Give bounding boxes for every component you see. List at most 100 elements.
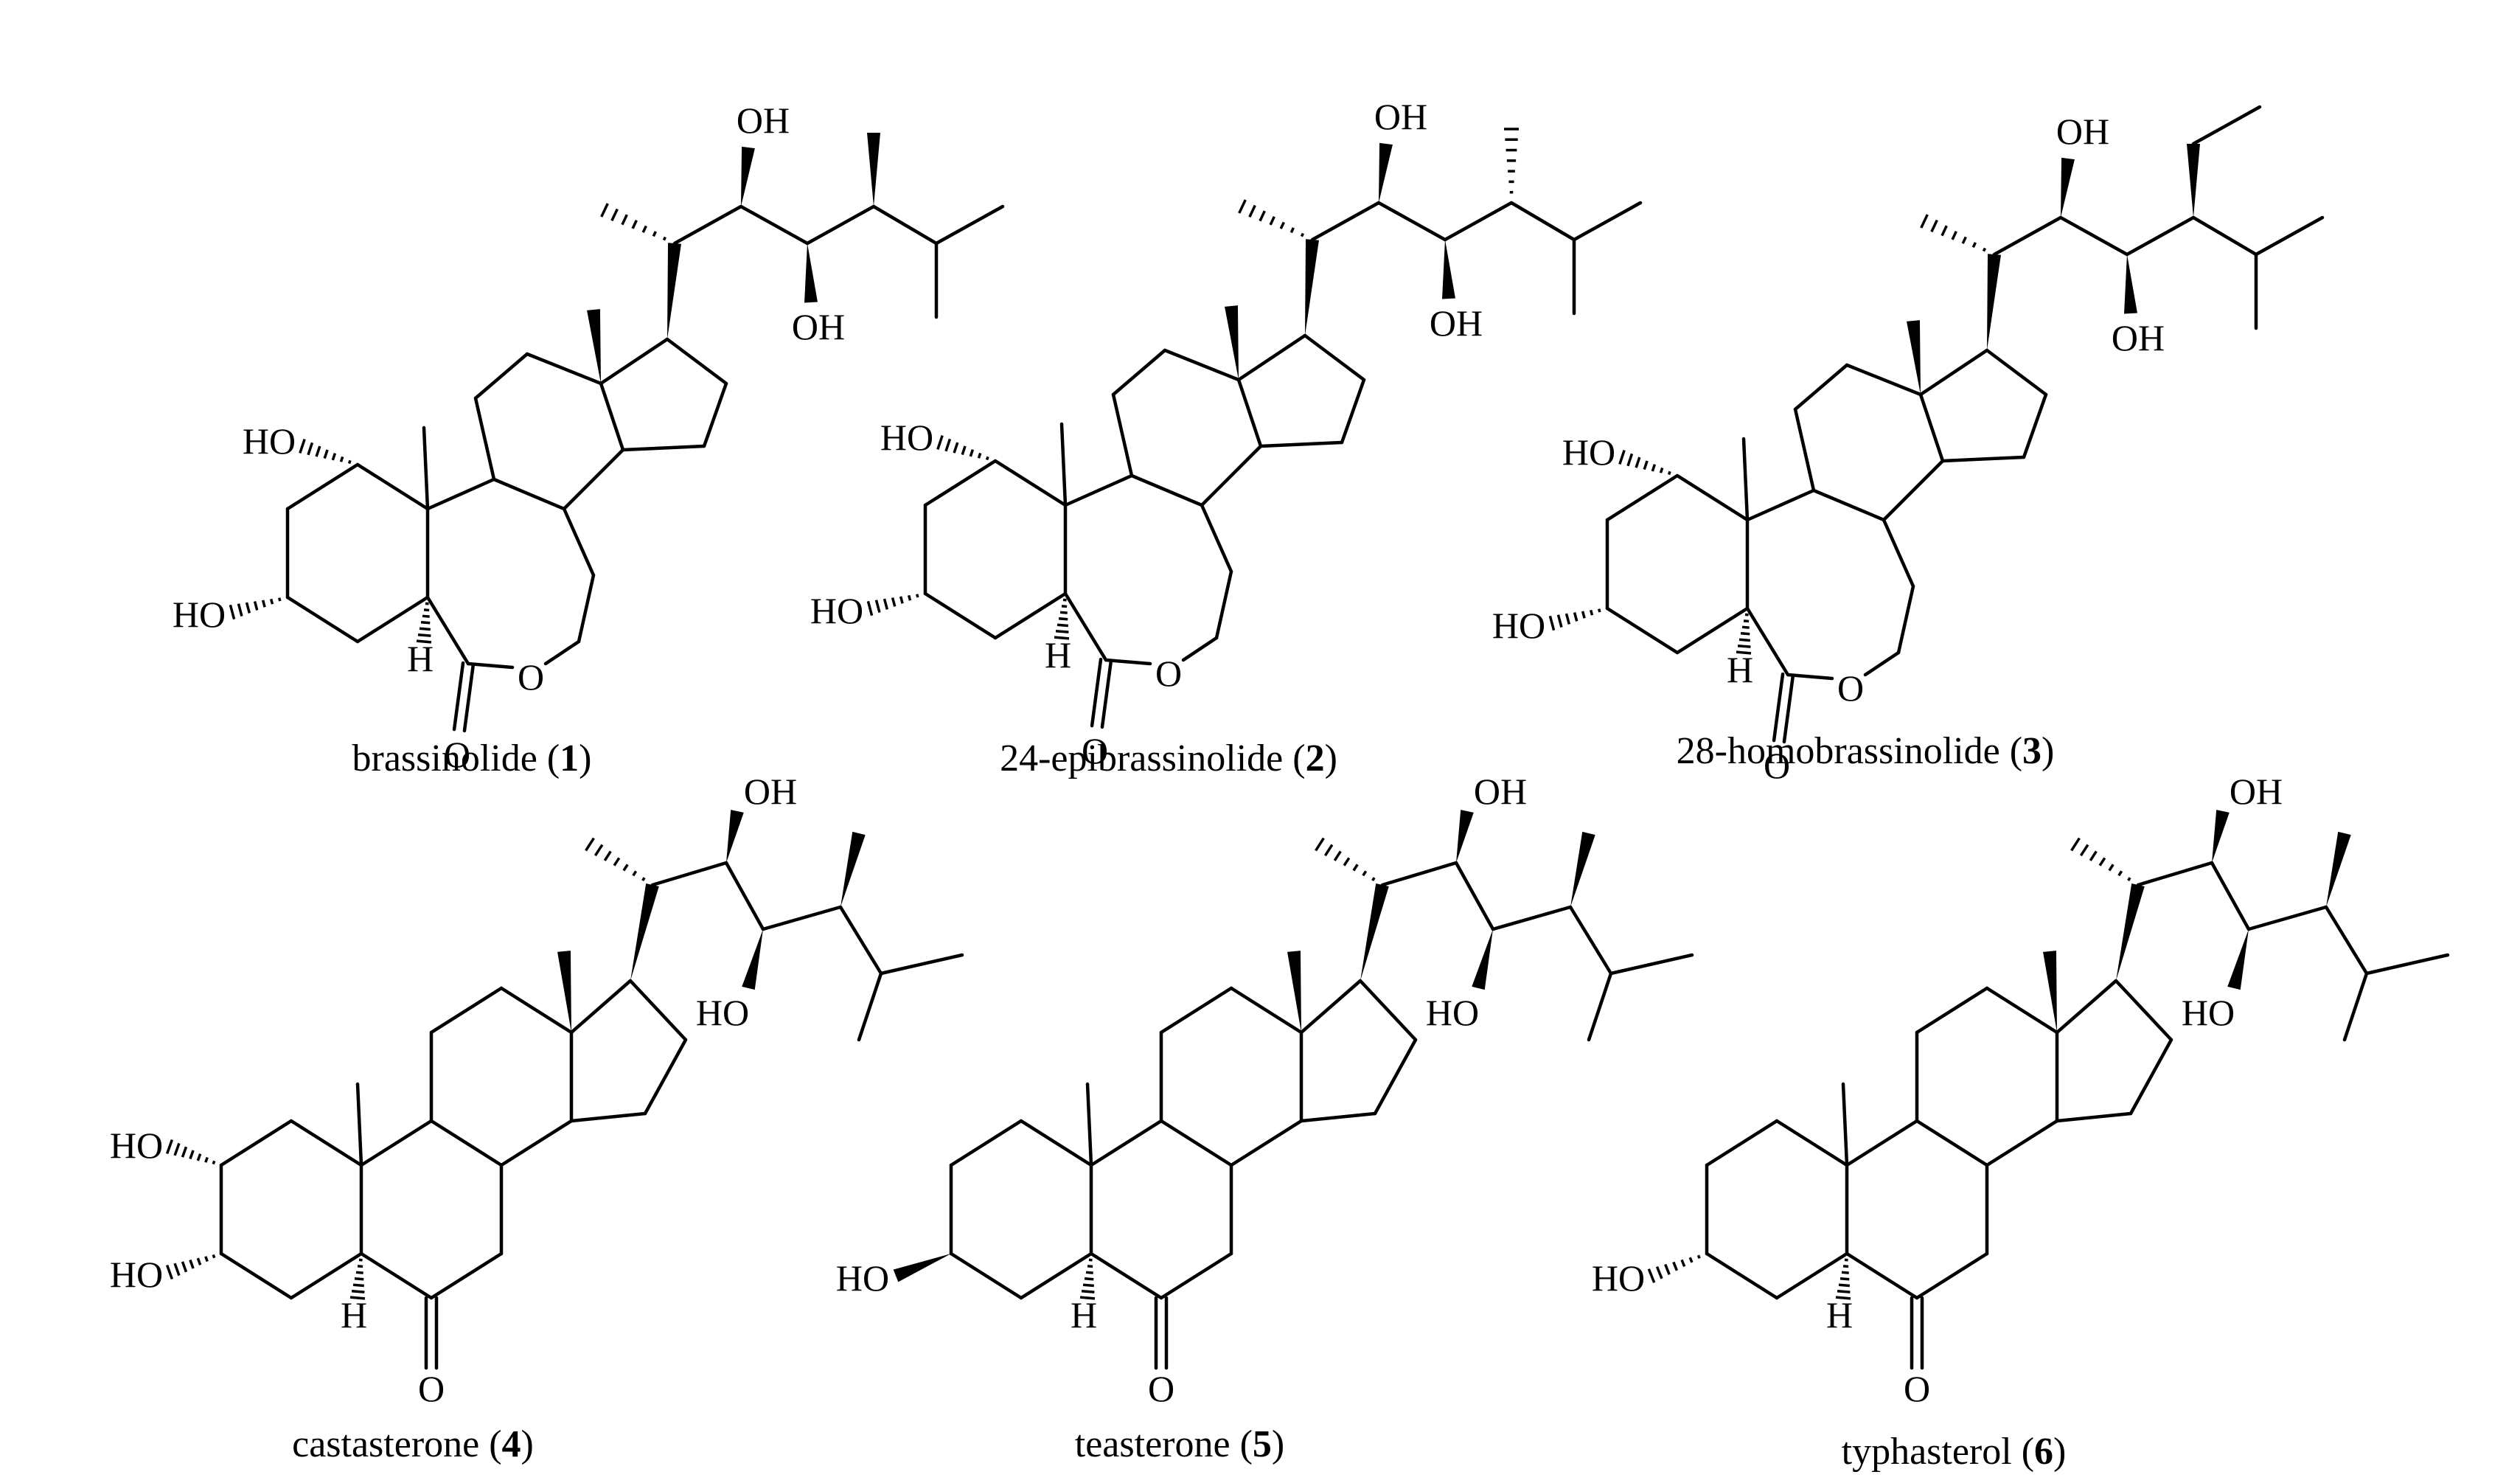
c5-h-hash (1835, 1258, 1851, 1300)
ring-b-bond (1745, 488, 1816, 522)
ring-d-bond (1303, 333, 1366, 382)
carbonyl-o-label: O (1764, 745, 1790, 786)
side-chain-bond (2342, 971, 2369, 1042)
c18-methyl-wedge (1907, 320, 1921, 395)
c5-h-hash (349, 1258, 366, 1300)
c17-side-chain-wedge (630, 883, 659, 981)
c21-methyl-hash (1315, 837, 1376, 882)
c22-oh-label: OH (1374, 96, 1427, 137)
ethyl-bond (2191, 105, 2262, 146)
c22-oh-label: OH (2230, 771, 2283, 812)
ring-c-bond (1882, 459, 1945, 522)
ring-c-bond (1200, 444, 1263, 507)
c22-oh-wedge (1379, 142, 1393, 203)
ring-c-bond (1159, 986, 1233, 1035)
ring-d-bond (1941, 455, 2026, 463)
side-chain-bond (1380, 861, 1458, 887)
ring-a-bond (1675, 606, 1750, 655)
c22-oh-wedge (1456, 810, 1474, 863)
c18-methyl-wedge (1225, 305, 1239, 380)
c2-oh-hash (936, 434, 989, 461)
c5-h-label: H (341, 1294, 367, 1336)
ring-d-bond (1985, 348, 2048, 397)
c22-oh-label: OH (744, 771, 797, 812)
ring-a-bond (949, 1251, 1023, 1300)
c21-methyl-hash (2070, 837, 2131, 882)
ring-b-bond (1811, 488, 1886, 522)
side-chain-bond (2136, 861, 2214, 887)
c3-oh-hash (165, 1254, 216, 1280)
side-chain-bond (2254, 215, 2325, 257)
c22-oh-label: OH (2056, 111, 2109, 152)
carbonyl-bond (462, 662, 476, 733)
side-chain-bond (1992, 215, 2063, 257)
ring-c-bond (473, 396, 496, 482)
ring-c-bond (1915, 986, 1989, 1035)
ring-a-bond (355, 462, 430, 511)
side-chain-bond (1509, 201, 1576, 242)
ring-c-bond (1229, 1119, 1303, 1167)
c18-methyl-wedge (1287, 951, 1301, 1032)
carbonyl-o-label: O (444, 734, 470, 775)
side-chain-bond (2191, 215, 2258, 257)
ring-a-bond (1775, 1119, 1849, 1167)
side-chain-bond (838, 905, 883, 976)
c3-ho-label: HO (1492, 605, 1545, 646)
ring-b-bond (1863, 650, 1901, 677)
ring-c-bond (1111, 348, 1167, 397)
side-chain-bond (1443, 201, 1514, 242)
side-chain-bond (672, 204, 743, 246)
side-chain-bond (2364, 953, 2450, 976)
ring-c-bond (1793, 363, 1849, 411)
carbonyl-o-label: O (1148, 1368, 1174, 1409)
side-chain-bond (1609, 953, 1694, 976)
ring-b-bond (1159, 1119, 1233, 1167)
side-chain-bond (739, 204, 810, 246)
ring-c-bond (1236, 378, 1263, 448)
ring-b-bond (1845, 1119, 1919, 1167)
c2-ho-label: HO (243, 420, 296, 462)
ring-c-bond (1229, 986, 1303, 1035)
ring-a-bond (923, 459, 998, 507)
ring-a-bond (285, 595, 360, 644)
ring-b-bond (1089, 1119, 1163, 1167)
ring-c-bond (1985, 1119, 2059, 1167)
ring-d-bond (2129, 1038, 2173, 1116)
ring-b-bond (1745, 606, 1790, 677)
ring-a-bond (289, 1119, 363, 1167)
ring-b-bond (1104, 658, 1152, 666)
c5-h-label: H (1071, 1294, 1097, 1336)
c5-h-hash (1079, 1258, 1096, 1300)
c5-h-label: H (1045, 634, 1071, 675)
ring-c-bond (1111, 392, 1134, 478)
ring-c-bond (473, 352, 529, 400)
ring-b-bond (1915, 1119, 1989, 1167)
c21-methyl-hash (585, 837, 646, 882)
c21-methyl-hash (1920, 214, 1986, 252)
c3-ho-label: HO (810, 590, 863, 631)
ring-b-bond (425, 477, 496, 511)
c23-oh-wedge (1472, 929, 1493, 990)
ring-a-bond (949, 1119, 1023, 1167)
ring-d-bond (1373, 1038, 1418, 1116)
c5-h-label: H (1826, 1294, 1853, 1336)
side-chain-bond (1310, 201, 1381, 242)
ring-d-bond (621, 444, 706, 452)
ring-c-bond (499, 986, 574, 1035)
ring-b-bond (1896, 584, 1915, 655)
carbonyl-bond (1100, 659, 1113, 729)
side-chain-bond (1572, 201, 1643, 242)
ring-d-bond (643, 1038, 688, 1116)
methyl-bond (422, 426, 430, 511)
ring-b-bond (1063, 473, 1134, 507)
c22-oh-wedge (741, 146, 755, 206)
methyl-bond (1085, 1082, 1093, 1167)
ring-b-bond (425, 595, 470, 666)
ring-b-bond (1200, 503, 1233, 574)
